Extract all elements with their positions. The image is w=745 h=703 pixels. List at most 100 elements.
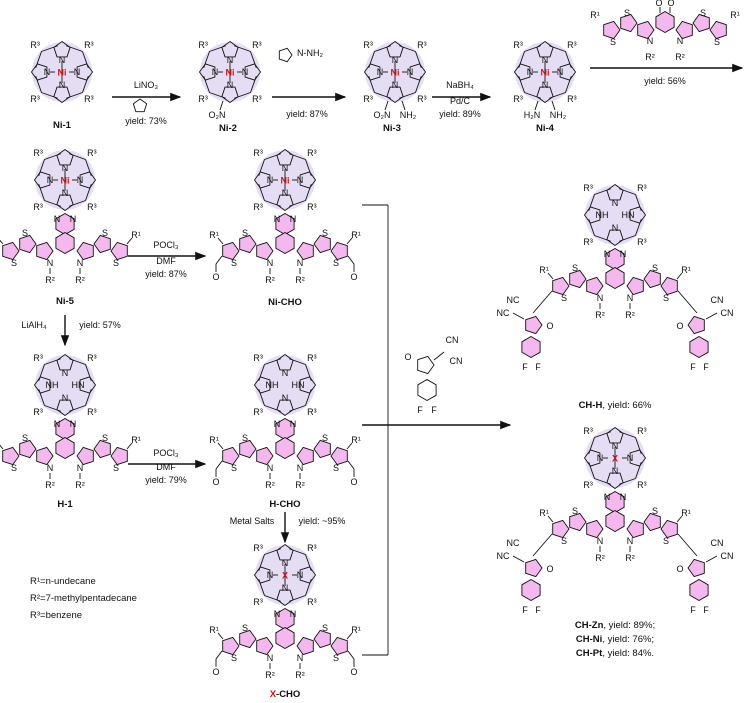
compound-name: CH-H (579, 400, 603, 411)
solvent-dmf: DMF (156, 462, 176, 472)
bond (305, 159, 312, 176)
nitrogen-atom: N (227, 80, 234, 90)
bond (401, 100, 406, 111)
r2-substituent: R² (45, 275, 55, 285)
thiophene-ring (110, 446, 128, 466)
nitrogen-atom: N (407, 67, 414, 77)
bond (264, 358, 281, 365)
r3-substituent: R³ (253, 353, 263, 363)
bond (588, 462, 595, 479)
bond (677, 533, 698, 557)
thiophene-ring (692, 13, 710, 33)
yield-step1: yield: 73% (125, 116, 167, 126)
r3-substituent: R³ (637, 480, 647, 490)
thiophene-ring (313, 234, 331, 254)
thiophene-ring (709, 20, 727, 40)
bond (217, 237, 224, 245)
compound-label-h-cho: H-CHO (269, 499, 300, 510)
amino-nitro-group: H₂N (524, 110, 541, 120)
r2-substituent: R² (595, 310, 605, 320)
yield-text: , yield: 66% (602, 400, 652, 411)
bond (594, 431, 611, 438)
sulfur-atom: S (652, 506, 658, 516)
nitrogen-atom: N (377, 67, 384, 77)
benzene-ring (655, 10, 675, 34)
aldehyde-oxygen: O (350, 272, 357, 282)
compound-name: CH-Pt (576, 648, 603, 659)
label-suffix: -CHO (276, 689, 300, 700)
thiophene-ring (2, 241, 20, 261)
thiophene-ring (569, 269, 587, 289)
r3-substituent: R³ (87, 202, 97, 212)
bond (346, 442, 353, 450)
bond (524, 92, 541, 99)
aldehyde-oxygen: O (350, 477, 357, 487)
metal-center: X (282, 571, 288, 581)
nitrogen-atom: N (604, 492, 611, 502)
nitrogen-atom: N (267, 463, 274, 473)
r2-substituent: R² (645, 52, 655, 62)
r3-substituent: R³ (637, 237, 647, 247)
nitrogen-atom: N (677, 36, 684, 46)
fluorine-atom: F (417, 405, 423, 415)
fused-core: NNNR²SSR¹NR²SSR¹ (0, 212, 141, 285)
nitrogen-atom: N (227, 55, 234, 65)
nitrogen-atom: N (612, 198, 619, 208)
nitrogen-atom: N (647, 36, 654, 46)
nitrogen-atom: N (77, 175, 84, 185)
thiophene-ring (239, 629, 257, 649)
bond (258, 579, 265, 596)
r3-substituent: R³ (307, 202, 317, 212)
sulfur-atom: S (700, 8, 706, 18)
cyano-group: NC (507, 538, 520, 548)
bond (532, 533, 553, 557)
nitrogen-atom: N (627, 453, 634, 463)
compound-label-ch-zn: CH-Zn, yield: 89%; (575, 620, 655, 631)
bond (305, 364, 312, 381)
yield-step2: yield: 87% (286, 109, 328, 119)
nitrogen-atom: N (54, 214, 61, 224)
sulfur-atom: S (624, 8, 630, 18)
metal-center: Ni (58, 68, 67, 78)
sulfur-atom: S (11, 258, 17, 268)
bond (677, 290, 698, 314)
bond (676, 515, 683, 523)
r3-substituent: R³ (198, 94, 208, 104)
aldehyde-oxygen: O (212, 477, 219, 487)
bond (305, 184, 312, 201)
sulfur-atom: S (333, 258, 339, 268)
yield-step3: yield: 89% (439, 109, 481, 119)
nitrogen-atom: N (74, 67, 81, 77)
bond (547, 515, 554, 523)
bond (512, 312, 525, 320)
bond (69, 358, 86, 365)
nitrogen-atom: N (527, 67, 534, 77)
thiophene-ring (620, 13, 638, 33)
sulfur-atom: S (22, 228, 28, 238)
fluorine-atom: F (522, 362, 528, 372)
r3-substituent: R³ (30, 40, 40, 50)
r3-substituent: R³ (417, 40, 427, 50)
reagent-pocl3: POCl₃ (153, 240, 179, 250)
r3-substituent: R³ (33, 202, 43, 212)
thiophene-ring (660, 519, 678, 539)
nitrogen-atom: N (77, 258, 84, 268)
bond (258, 184, 265, 201)
r3-substituent: R³ (87, 148, 97, 158)
bond (305, 554, 312, 571)
nitrogen-atom: N (542, 80, 549, 90)
r3-substituent: R³ (253, 543, 263, 553)
nh-group: NH (46, 380, 59, 390)
nitrogen-atom: N (212, 67, 219, 77)
sulfur-atom: S (572, 263, 578, 273)
r3-substituent: R³ (307, 597, 317, 607)
thiophene-ring (603, 20, 621, 40)
sulfur-atom: S (231, 653, 237, 663)
bond (588, 437, 595, 454)
bond (85, 364, 92, 381)
bond (215, 255, 223, 265)
cyano-group: NC (507, 295, 520, 305)
